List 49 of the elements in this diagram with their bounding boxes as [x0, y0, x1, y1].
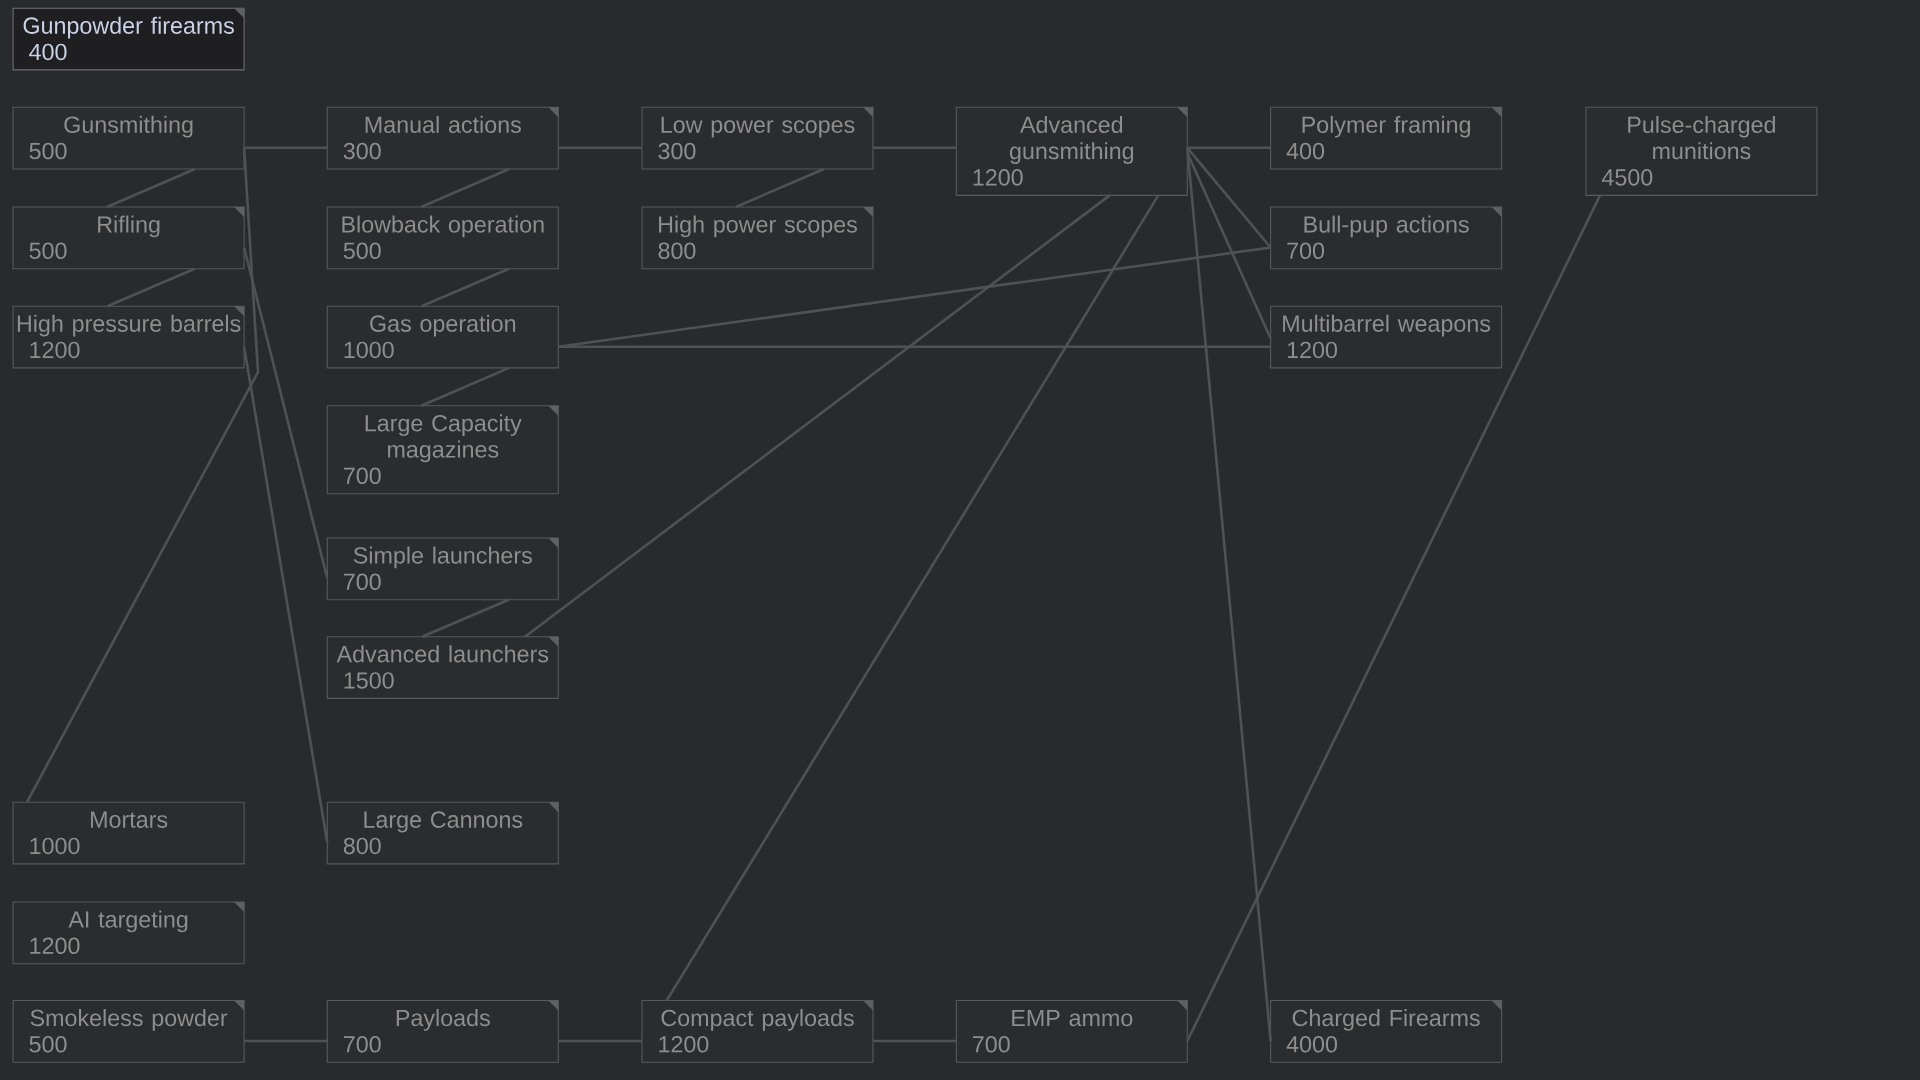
tech-box: Large Cannons 800: [326, 801, 559, 865]
tech-box: EMP ammo 700: [955, 999, 1188, 1063]
tech-box: High pressure barrels 1200: [12, 305, 245, 369]
connector-line: [244, 146, 328, 150]
tech-box: Pulse-charged munitions 4500: [1585, 106, 1818, 196]
tech-box: Polymer framing 400: [1270, 106, 1503, 170]
connector-line: [242, 247, 329, 579]
connector-line: [1186, 146, 1272, 249]
connector-line: [873, 146, 957, 150]
connector-line: [421, 598, 510, 638]
tech-box: Advanced launchers 1500: [326, 636, 559, 699]
connector-line: [1187, 146, 1271, 150]
tech-box: Payloads 700: [326, 999, 559, 1063]
connector-line: [106, 267, 196, 308]
connector-line: [244, 1039, 328, 1043]
tech-box: Gas operation 1000: [326, 305, 559, 369]
tech-box: Simple launchers 700: [326, 537, 559, 601]
connector-line: [558, 146, 642, 150]
connector-line: [106, 167, 196, 209]
tech-box: Manual actions 300: [326, 106, 559, 170]
connector-line: [25, 147, 260, 803]
connector-line: [1186, 152, 1272, 340]
connector-line: [873, 1039, 957, 1043]
tech-box: AI targeting 1200: [12, 901, 245, 965]
tech-box: Advanced gunsmithing 1200: [955, 106, 1188, 196]
tech-box: Low power scopes 300: [641, 106, 874, 170]
tech-box: High power scopes 800: [641, 206, 874, 270]
connector-line: [242, 346, 329, 843]
tech-box: Gunpowder firearms 400: [12, 7, 245, 71]
tech-box: Multibarrel weapons 1200: [1270, 305, 1503, 369]
connector-line: [420, 366, 510, 407]
connector-line: [558, 345, 1271, 348]
tech-box: Compact payloads 1200: [641, 999, 874, 1063]
tech-box: Rifling 500: [12, 206, 245, 270]
connector-line: [421, 267, 510, 308]
tech-box: Smokeless powder 500: [12, 999, 245, 1063]
tech-box: Charged Firearms 4000: [1270, 999, 1503, 1063]
connector-line: [558, 1039, 642, 1043]
connector-line: [1186, 147, 1272, 1042]
tech-box: Bull-pup actions 700: [1270, 206, 1503, 270]
tech-box: Large Capacity magazines 700: [326, 405, 559, 495]
connector-line: [1186, 194, 1602, 1042]
connector-line: [420, 167, 510, 209]
tech-box: Blowback operation 500: [326, 206, 559, 270]
connector-line: [735, 167, 825, 209]
connector-line: [524, 194, 1111, 638]
connector-line: [665, 194, 1160, 1002]
tech-box: Mortars 1000: [12, 801, 245, 865]
tech-box: Gunsmithing 500: [12, 106, 245, 170]
